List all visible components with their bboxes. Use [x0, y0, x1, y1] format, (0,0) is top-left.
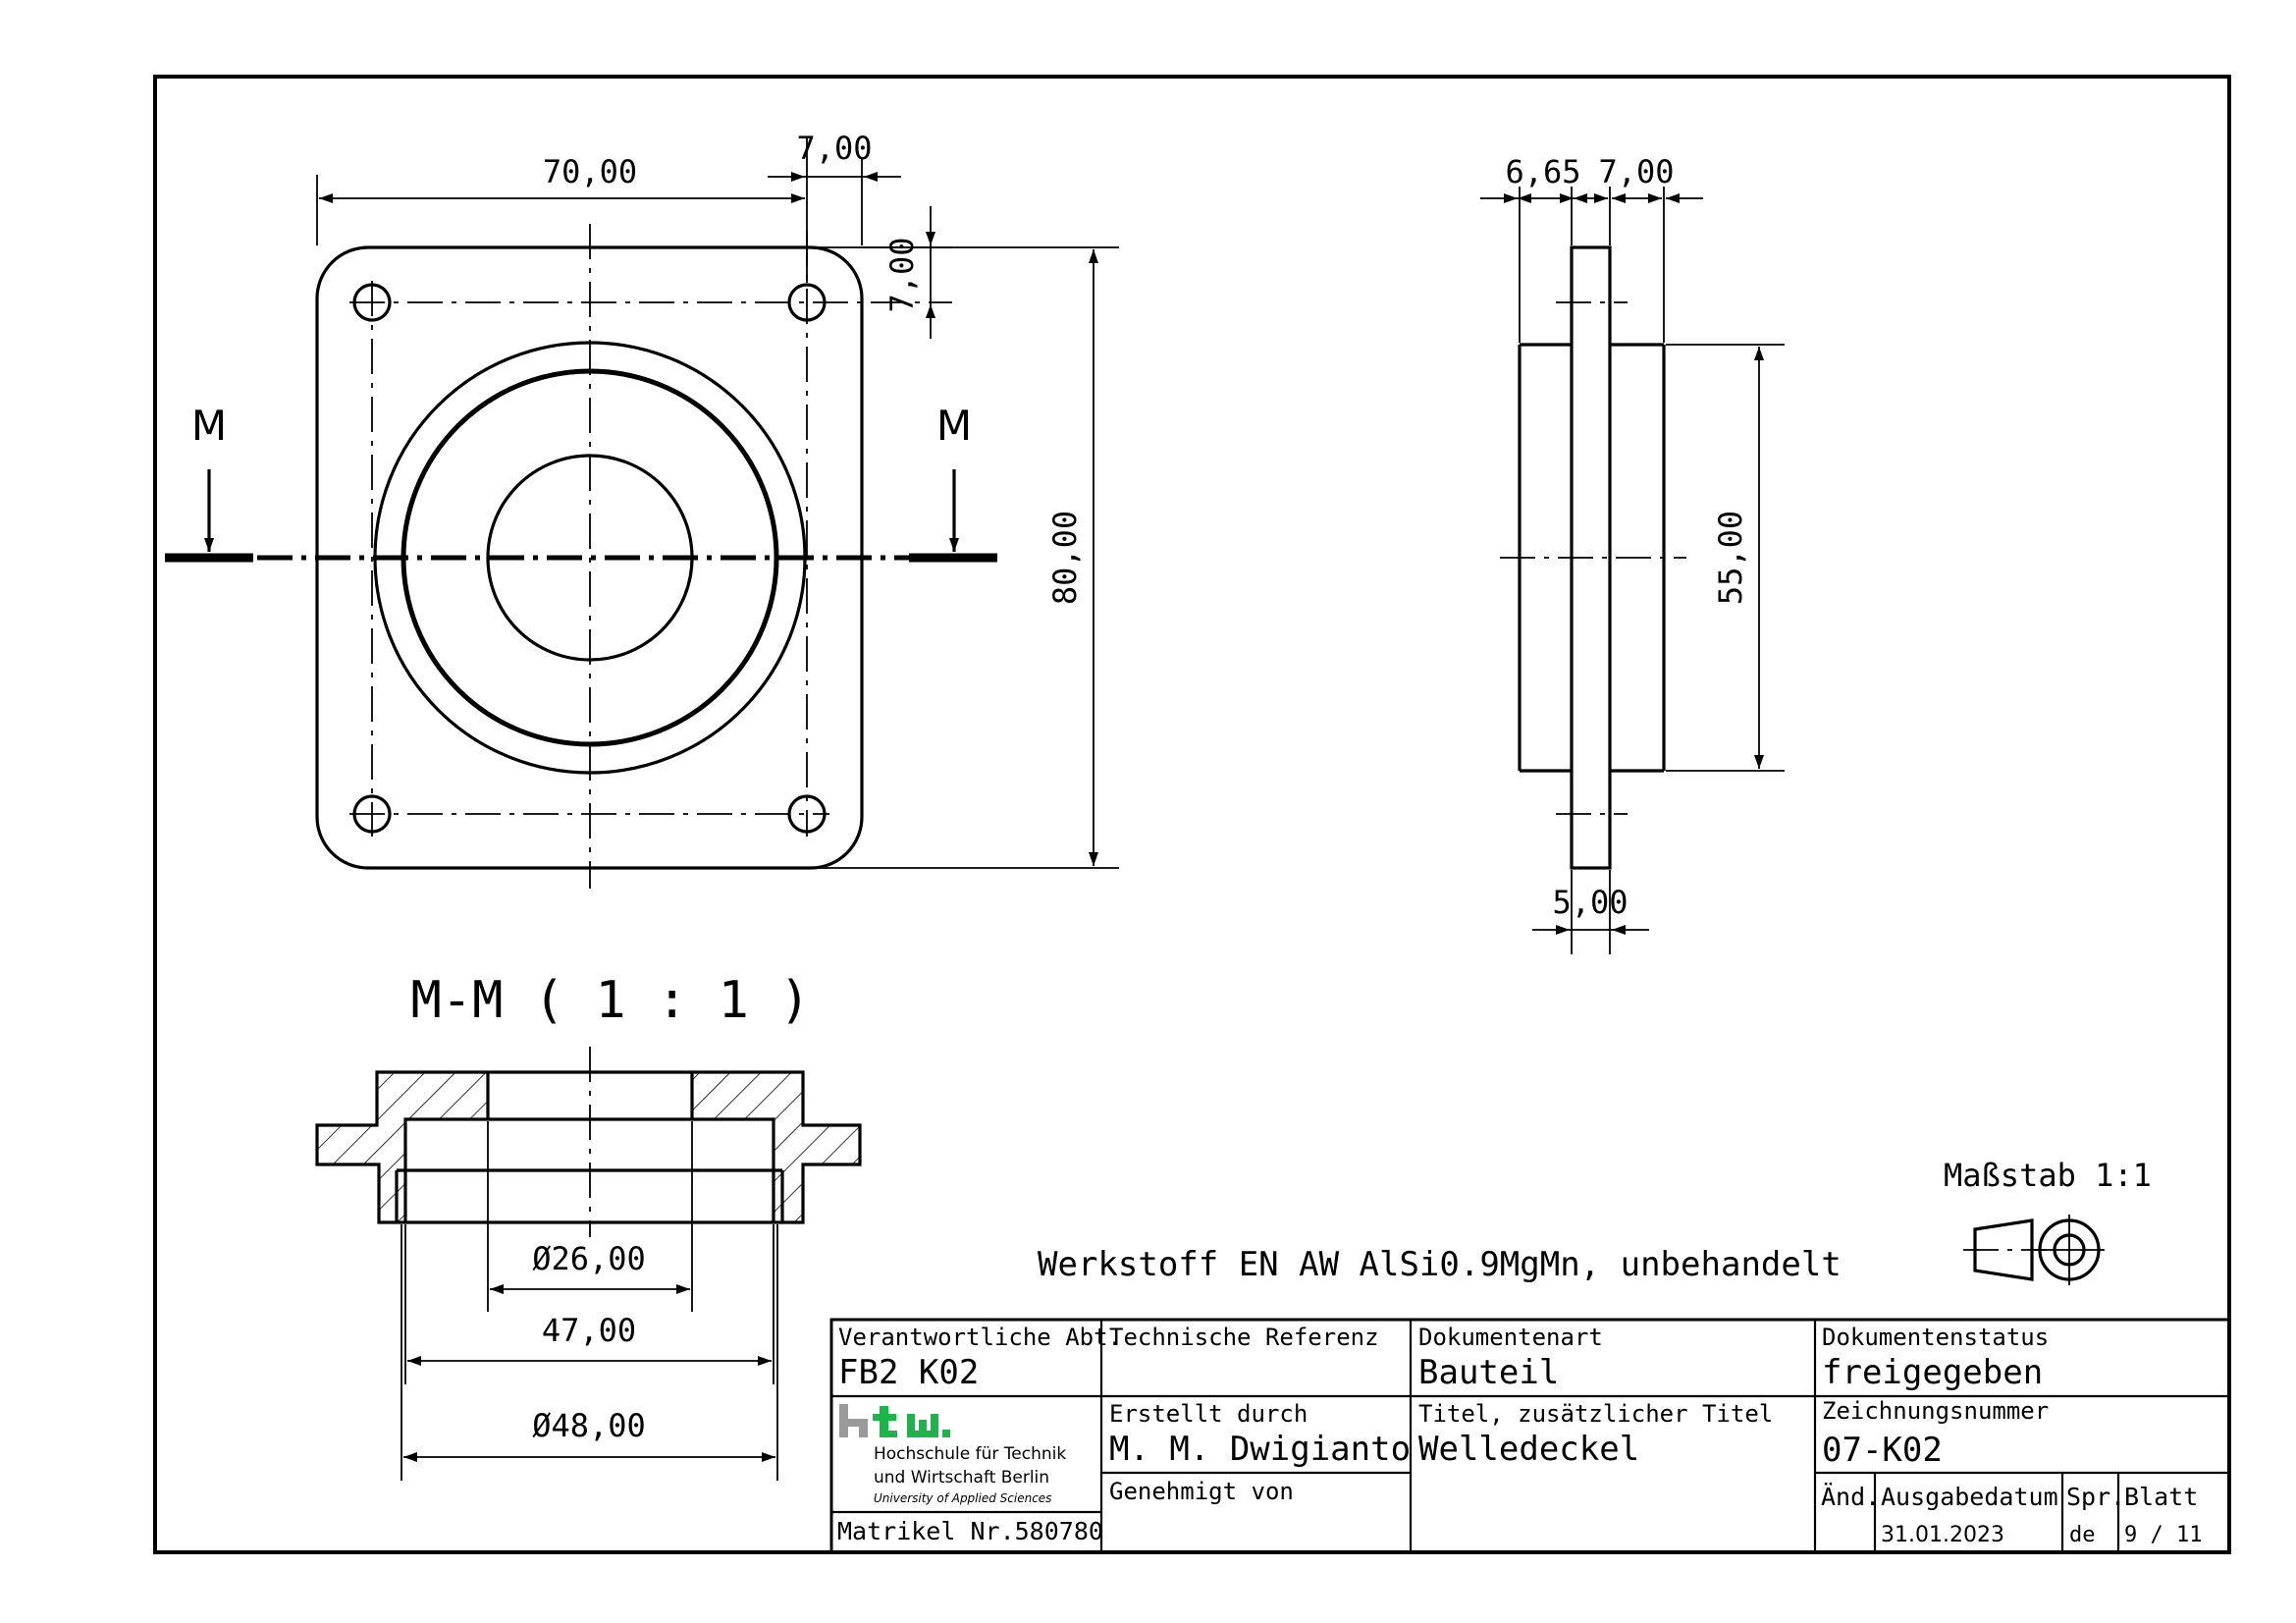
- dim-section-inner: 47,00: [542, 1312, 636, 1349]
- tb-dept-value: FB2 K02: [838, 1353, 979, 1392]
- section-hatch-right: [692, 1072, 860, 1222]
- tb-doc-status-value: freigegeben: [1822, 1353, 2043, 1392]
- tb-school-line2: und Wirtschaft Berlin: [874, 1468, 1049, 1488]
- dim-hole-offset-y: 7,00: [883, 237, 921, 312]
- front-view: M M 70,00 7,00 7,00 80,00: [165, 130, 1119, 889]
- tb-school-line3: University of Applied Sciences: [874, 1491, 1051, 1505]
- dim-side-flange-left: 6,65: [1505, 153, 1580, 190]
- tb-title-value: Welledeckel: [1418, 1430, 1639, 1469]
- dim-side-flange-right: 7,00: [1598, 153, 1674, 190]
- tb-sheet-value: 9 / 11: [2124, 1523, 2202, 1547]
- tb-matrikel: Matrikel Nr.580780: [837, 1517, 1103, 1545]
- tb-doc-status-label: Dokumentenstatus: [1822, 1324, 2049, 1351]
- section-letter-right: M: [936, 402, 972, 450]
- title-block: Verantwortliche Abt. FB2 K02 Technische …: [829, 1318, 2231, 1554]
- tb-lang-value: de: [2069, 1523, 2096, 1547]
- tb-sheet-label: Blatt: [2124, 1483, 2198, 1511]
- tb-created-value: M. M. Dwigianto: [1109, 1430, 1411, 1469]
- dim-section-bore: Ø26,00: [532, 1240, 646, 1277]
- material-note: Werkstoff EN AW AlSi0.9MgMn, unbehandelt: [1038, 1245, 1842, 1284]
- tb-approved-label: Genehmigt von: [1109, 1478, 1294, 1505]
- tb-dept-label: Verantwortliche Abt.: [838, 1324, 1122, 1351]
- tb-drawing-no-value: 07-K02: [1822, 1431, 1943, 1470]
- side-view: 6,65 7,00 55,00 5,00: [1480, 153, 1785, 954]
- tb-title-label: Titel, zusätzlicher Titel: [1418, 1400, 1773, 1428]
- tb-tech-ref-label: Technische Referenz: [1109, 1324, 1379, 1351]
- dim-front-height: 80,00: [1046, 511, 1084, 605]
- tb-issue-label: Ausgabedatum: [1881, 1483, 2058, 1511]
- tb-doc-type-label: Dokumentenart: [1418, 1324, 1603, 1351]
- tb-rev-label: Änd.: [1821, 1483, 1880, 1511]
- section-title: M-M ( 1 : 1 ): [411, 971, 811, 1030]
- section-view: M-M ( 1 : 1 ) Ø26,00 47,00 Ø48,00: [315, 971, 862, 1481]
- dim-section-outer: Ø48,00: [532, 1407, 646, 1444]
- projection-symbol-icon: [1963, 1215, 2105, 1285]
- dim-front-width: 70,00: [543, 153, 637, 190]
- tb-issue-value: 31.01.2023: [1881, 1523, 2004, 1547]
- scale-label: Maßstab 1:1: [1944, 1157, 2152, 1194]
- tb-created-label: Erstellt durch: [1109, 1400, 1308, 1428]
- tb-school-line1: Hochschule für Technik: [874, 1444, 1066, 1464]
- section-letter-left: M: [191, 402, 227, 450]
- dim-hole-offset-x: 7,00: [796, 130, 872, 167]
- htw-logo: [839, 1404, 950, 1437]
- tb-drawing-no-label: Zeichnungsnummer: [1822, 1397, 2049, 1425]
- section-hatch-left: [317, 1072, 488, 1222]
- tb-lang-label: Spr.: [2066, 1483, 2125, 1511]
- dim-side-diameter: 55,00: [1712, 511, 1749, 605]
- tb-doc-type-value: Bauteil: [1418, 1353, 1559, 1392]
- dim-side-thickness: 5,00: [1552, 884, 1628, 921]
